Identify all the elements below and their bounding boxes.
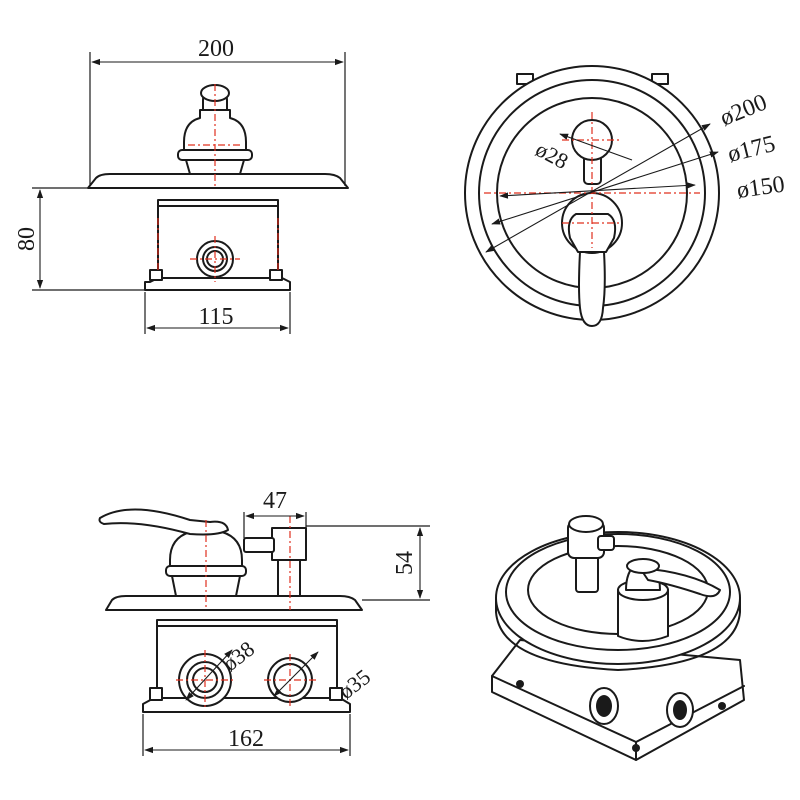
side-mounting-base [142,697,351,713]
dim-162-label: 162 [228,726,264,752]
dim-80-label: 80 [14,227,40,251]
front-view: 200 80 115 [14,36,349,334]
side-diverter [271,527,307,561]
dim-47-label: 47 [263,488,287,514]
dim-dia175-label: ø175 [725,131,778,168]
dim-54-label: 54 [392,551,418,575]
iso-lever [639,567,721,598]
dim-115-label: 115 [198,304,233,330]
iso-spout [575,555,599,593]
dim-dia200-label: ø200 [717,89,771,131]
isometric-view [491,515,745,761]
side-lever-arm [98,508,229,536]
front-cover-plate [87,173,349,189]
iso-handle-knob [617,589,669,642]
dim-200-label: 200 [198,36,234,62]
plan-lever-handle [578,251,606,327]
side-cover-plate [105,595,363,611]
front-mounting-base [144,277,291,291]
side-view: ø38 ø35 47 54 162 [98,488,430,756]
dim-dia150-label: ø150 [735,172,786,204]
plan-view: ø200 ø175 ø150 ø28 [464,65,786,327]
